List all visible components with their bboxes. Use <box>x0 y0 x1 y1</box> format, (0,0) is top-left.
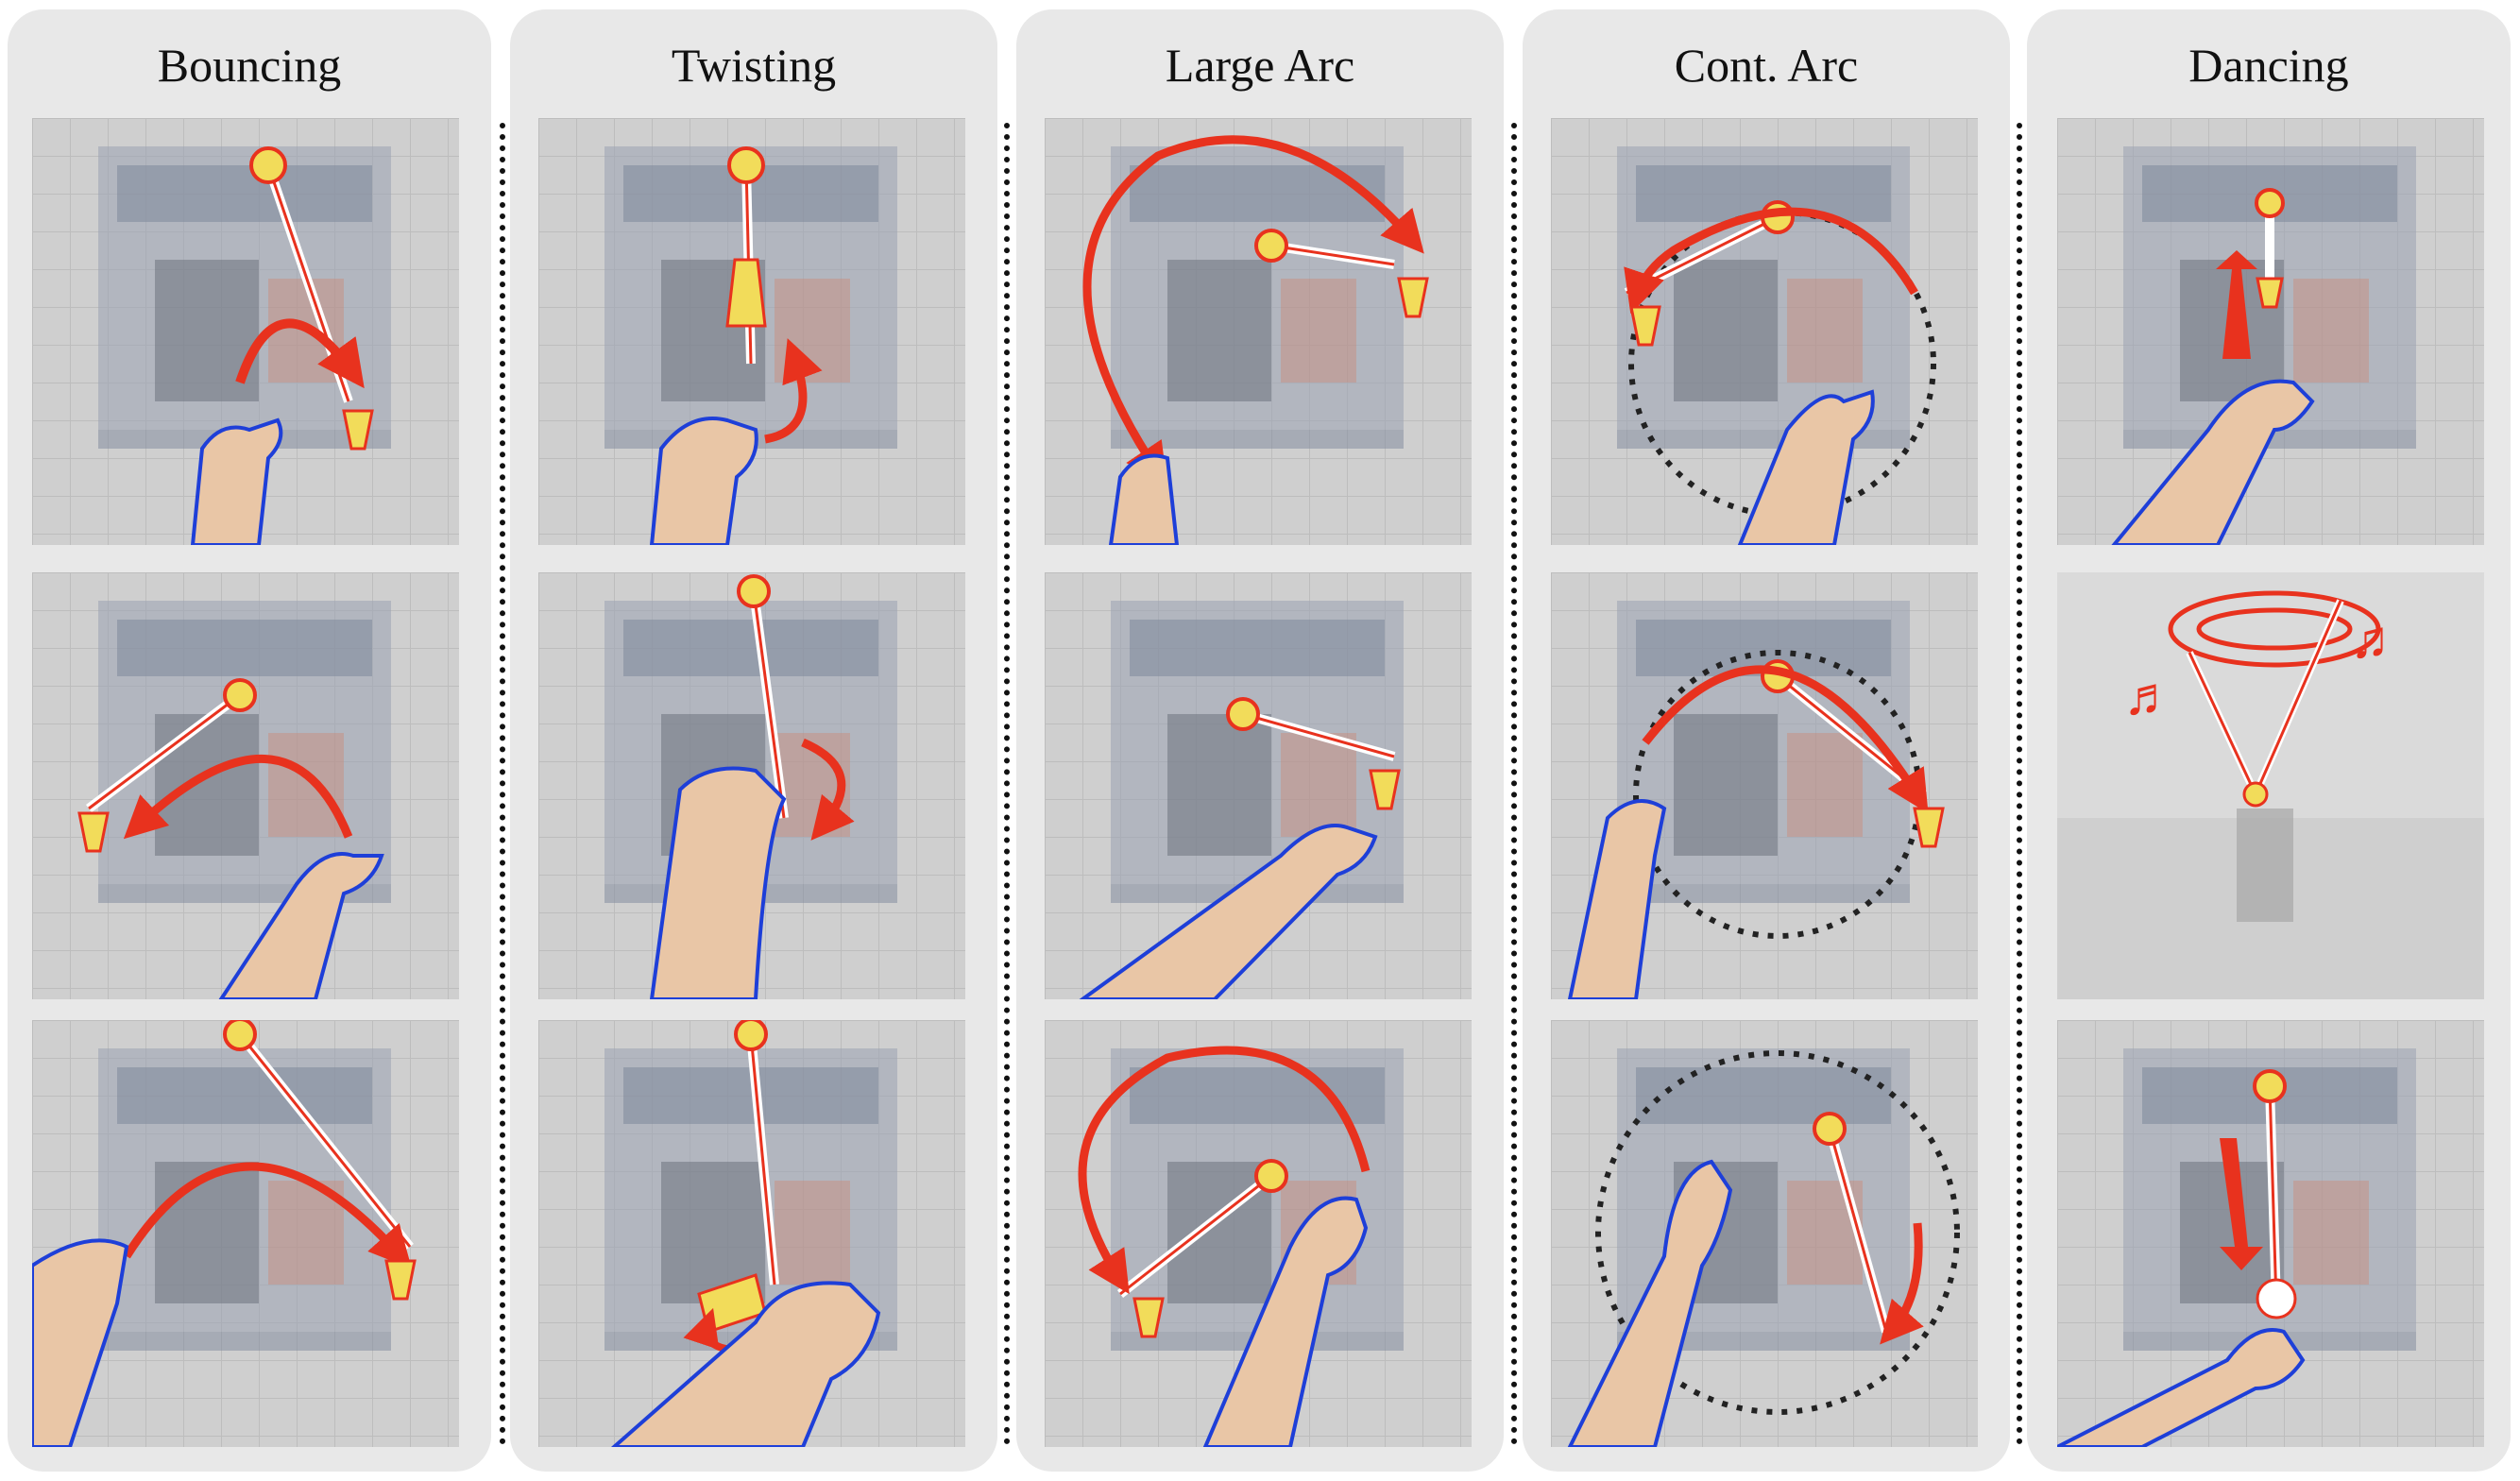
photo-cont-arc-2 <box>1551 572 1978 999</box>
photo-bouncing-1 <box>32 118 459 545</box>
separator-2 <box>1004 123 1010 1445</box>
music-note-icon-right: ♫ <box>2350 611 2390 670</box>
separator-3 <box>1511 123 1517 1445</box>
photo-large-arc-3 <box>1045 1020 1472 1447</box>
photo-bouncing-3 <box>32 1020 459 1447</box>
photo-twisting-1 <box>538 118 965 545</box>
photo-bouncing-2 <box>32 572 459 999</box>
photo-cont-arc-3 <box>1551 1020 1978 1447</box>
music-note-icon-left: ♬ <box>2123 668 2176 726</box>
photo-dancing-1 <box>2057 118 2484 545</box>
photo-twisting-3 <box>538 1020 965 1447</box>
column-title-twisting: Twisting <box>671 39 837 92</box>
column-title-bouncing: Bouncing <box>157 39 342 92</box>
column-title-dancing: Dancing <box>2188 39 2349 92</box>
column-title-cont-arc: Cont. Arc <box>1674 39 1859 92</box>
separator-1 <box>500 123 505 1445</box>
photo-twisting-2 <box>538 572 965 999</box>
photo-large-arc-2 <box>1045 572 1472 999</box>
separator-4 <box>2017 123 2022 1445</box>
column-title-large-arc: Large Arc <box>1165 39 1355 92</box>
photo-cont-arc-1 <box>1551 118 1978 545</box>
photo-large-arc-1 <box>1045 118 1472 545</box>
photo-dancing-2: ♬ ♫ <box>2057 572 2484 999</box>
photo-dancing-3 <box>2057 1020 2484 1447</box>
